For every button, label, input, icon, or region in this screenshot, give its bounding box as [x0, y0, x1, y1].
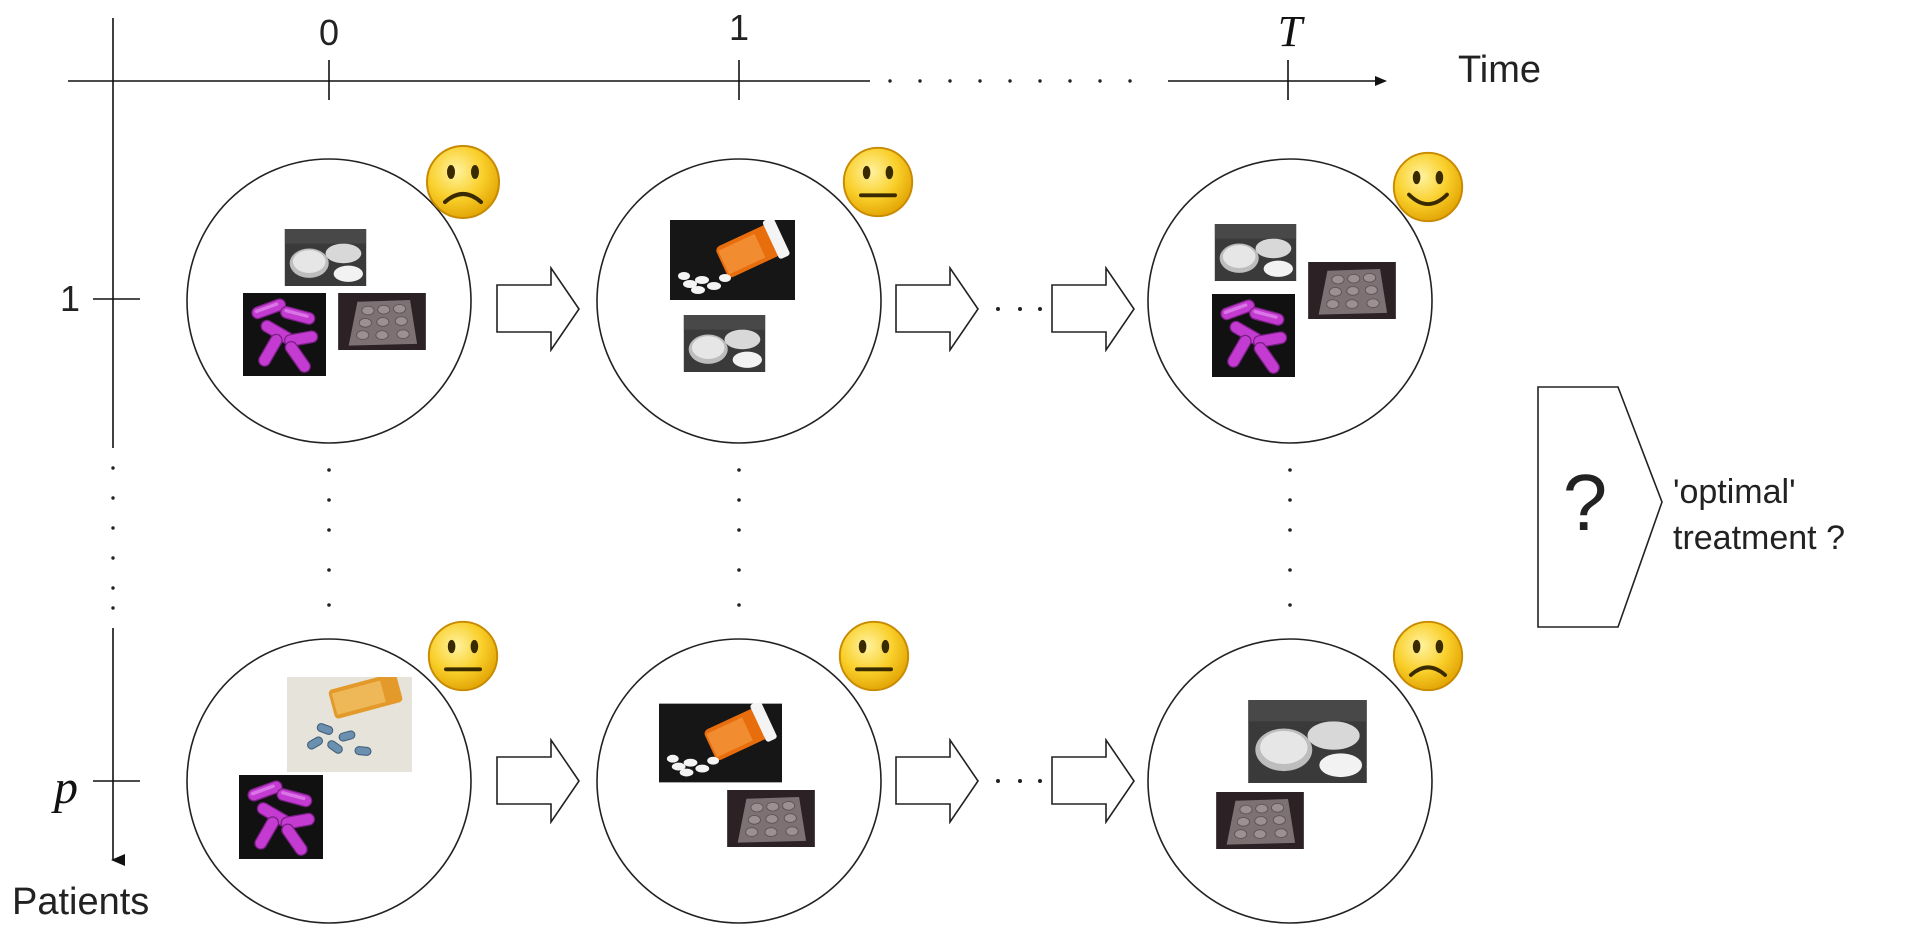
patient-1-state-t1: [596, 145, 915, 444]
transition-arrow-icon: [895, 267, 979, 351]
ellipsis-dots: [996, 307, 1042, 311]
patient-p-state-tT: [1147, 619, 1465, 924]
treatment-label: treatment ?: [1673, 519, 1845, 557]
happy-face-icon: [1391, 150, 1465, 224]
orange-pill-bottle-image: [659, 703, 782, 783]
patient-1-row: [186, 144, 1465, 444]
white-tablets-image: [284, 229, 367, 286]
patient-tick-label-1: 1: [60, 278, 80, 319]
time-axis-label: Time: [1458, 49, 1541, 91]
patient-tick-label-p: p: [51, 761, 78, 814]
question-mark: ?: [1563, 458, 1608, 547]
pink-capsules-image: [243, 293, 326, 376]
neutral-face-icon: [841, 145, 915, 219]
pink-capsules-image: [1212, 294, 1295, 377]
time-axis-dotted-gap: [888, 79, 1132, 83]
neutral-face-icon: [837, 619, 911, 693]
patient-p-row: [186, 619, 1465, 924]
neutral-face-icon: [426, 619, 500, 693]
pill-bottle-image: [287, 677, 412, 772]
patients-axis: 1 p Patients: [12, 18, 149, 923]
question-pentagon-shape: [1537, 386, 1663, 628]
blister-pack-image: [1308, 262, 1396, 319]
orange-pill-bottle-image: [670, 220, 795, 300]
time-tick-label-T: T: [1278, 7, 1306, 56]
time-axis: 0 1 T Time: [68, 7, 1541, 100]
patient-1-state-tT: [1147, 150, 1465, 444]
blister-pack-image: [338, 293, 426, 350]
time-tick-label-1: 1: [729, 7, 749, 48]
white-tablets-image: [1248, 700, 1367, 783]
sad-face-icon: [425, 144, 501, 220]
patients-axis-dotted-gap: [111, 466, 115, 610]
patients-axis-label: Patients: [12, 881, 149, 923]
white-tablets-image: [1214, 224, 1297, 281]
sad-face-icon: [1391, 619, 1465, 693]
transition-arrow-icon: [895, 739, 979, 823]
ellipsis-dots: [996, 779, 1042, 783]
pink-capsules-image: [239, 775, 323, 859]
column-dots: [327, 468, 1292, 607]
time-tick-label-0: 0: [319, 12, 339, 53]
transition-arrow-icon: [1051, 739, 1135, 823]
optimal-treatment-question: ? 'optimal' treatment ?: [1537, 386, 1845, 628]
patient-1-state-t0: [186, 144, 501, 444]
patient-p-state-t1: [596, 619, 911, 924]
transition-arrow-icon: [496, 267, 580, 351]
blister-pack-image: [727, 790, 815, 847]
optimal-label: 'optimal': [1673, 473, 1796, 511]
patient-p-state-t0: [186, 619, 500, 924]
blister-pack-image: [1216, 792, 1304, 849]
transition-arrow-icon: [1051, 267, 1135, 351]
white-tablets-image: [683, 315, 766, 372]
transition-arrow-icon: [496, 739, 580, 823]
